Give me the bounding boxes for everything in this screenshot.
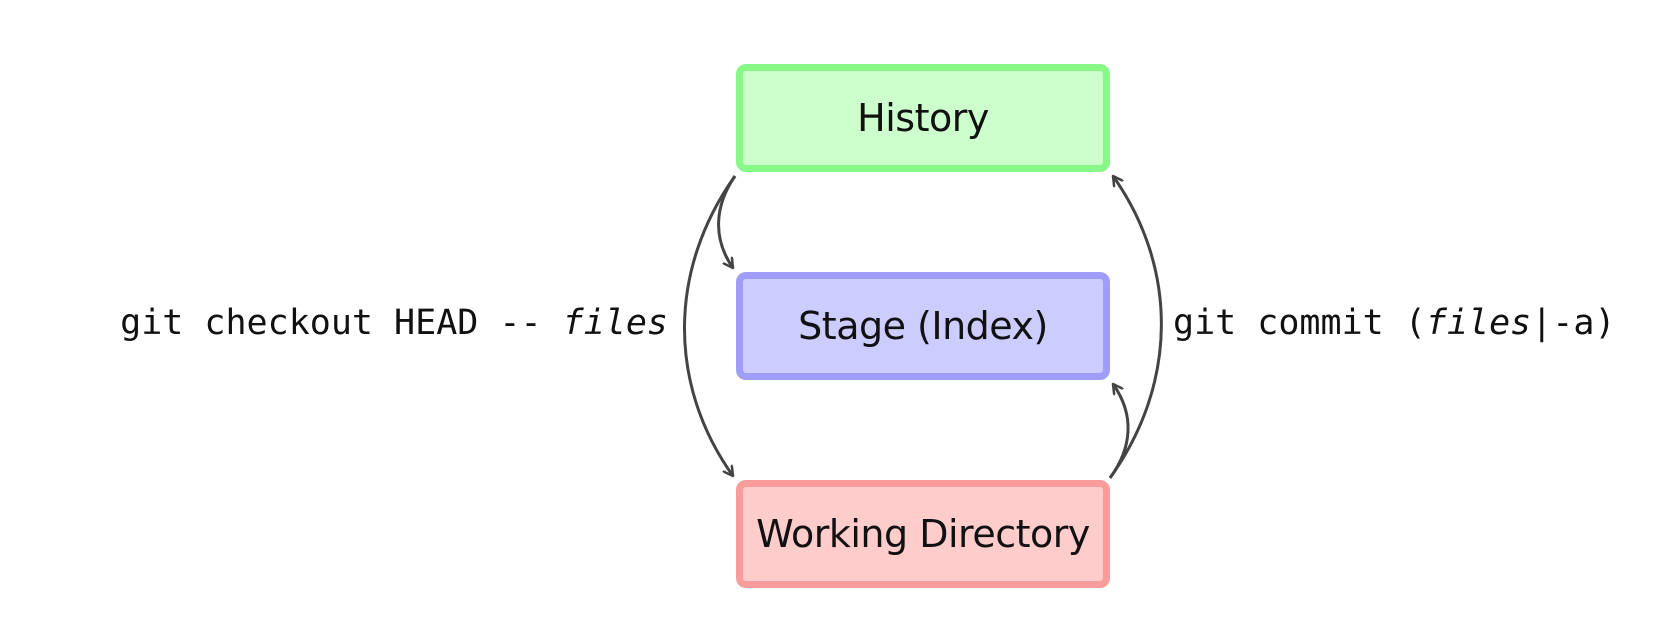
working-directory-box: Working Directory [736,480,1110,588]
stage-index-box: Stage (Index) [736,272,1110,380]
history-label: History [857,96,989,140]
stage-label: Stage (Index) [798,304,1048,348]
arrow-history-to-working [683,175,737,476]
working-directory-label: Working Directory [756,512,1090,556]
commit-command-prefix: git commit ( [1173,303,1426,343]
history-box: History [736,64,1110,172]
commit-command-label: git commit (files|-a) [1173,306,1616,341]
arrow-working-to-history [1108,176,1163,479]
checkout-command-arg: files [562,303,668,343]
checkout-command-label: git checkout HEAD -- files [120,306,668,341]
checkout-command-prefix: git checkout HEAD -- [120,303,563,343]
commit-command-arg: files [1425,303,1532,343]
commit-command-suffix: |-a) [1531,303,1616,343]
